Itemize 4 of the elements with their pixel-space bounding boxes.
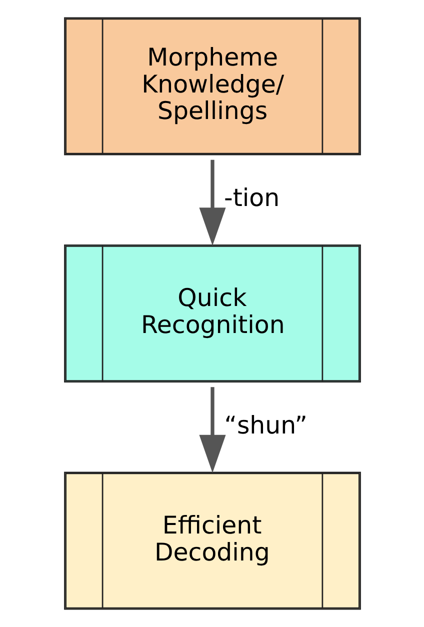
arrow (198, 160, 226, 246)
arrow (198, 387, 226, 473)
edge-label: -tion (224, 182, 280, 212)
edge-label: “shun” (224, 410, 307, 440)
